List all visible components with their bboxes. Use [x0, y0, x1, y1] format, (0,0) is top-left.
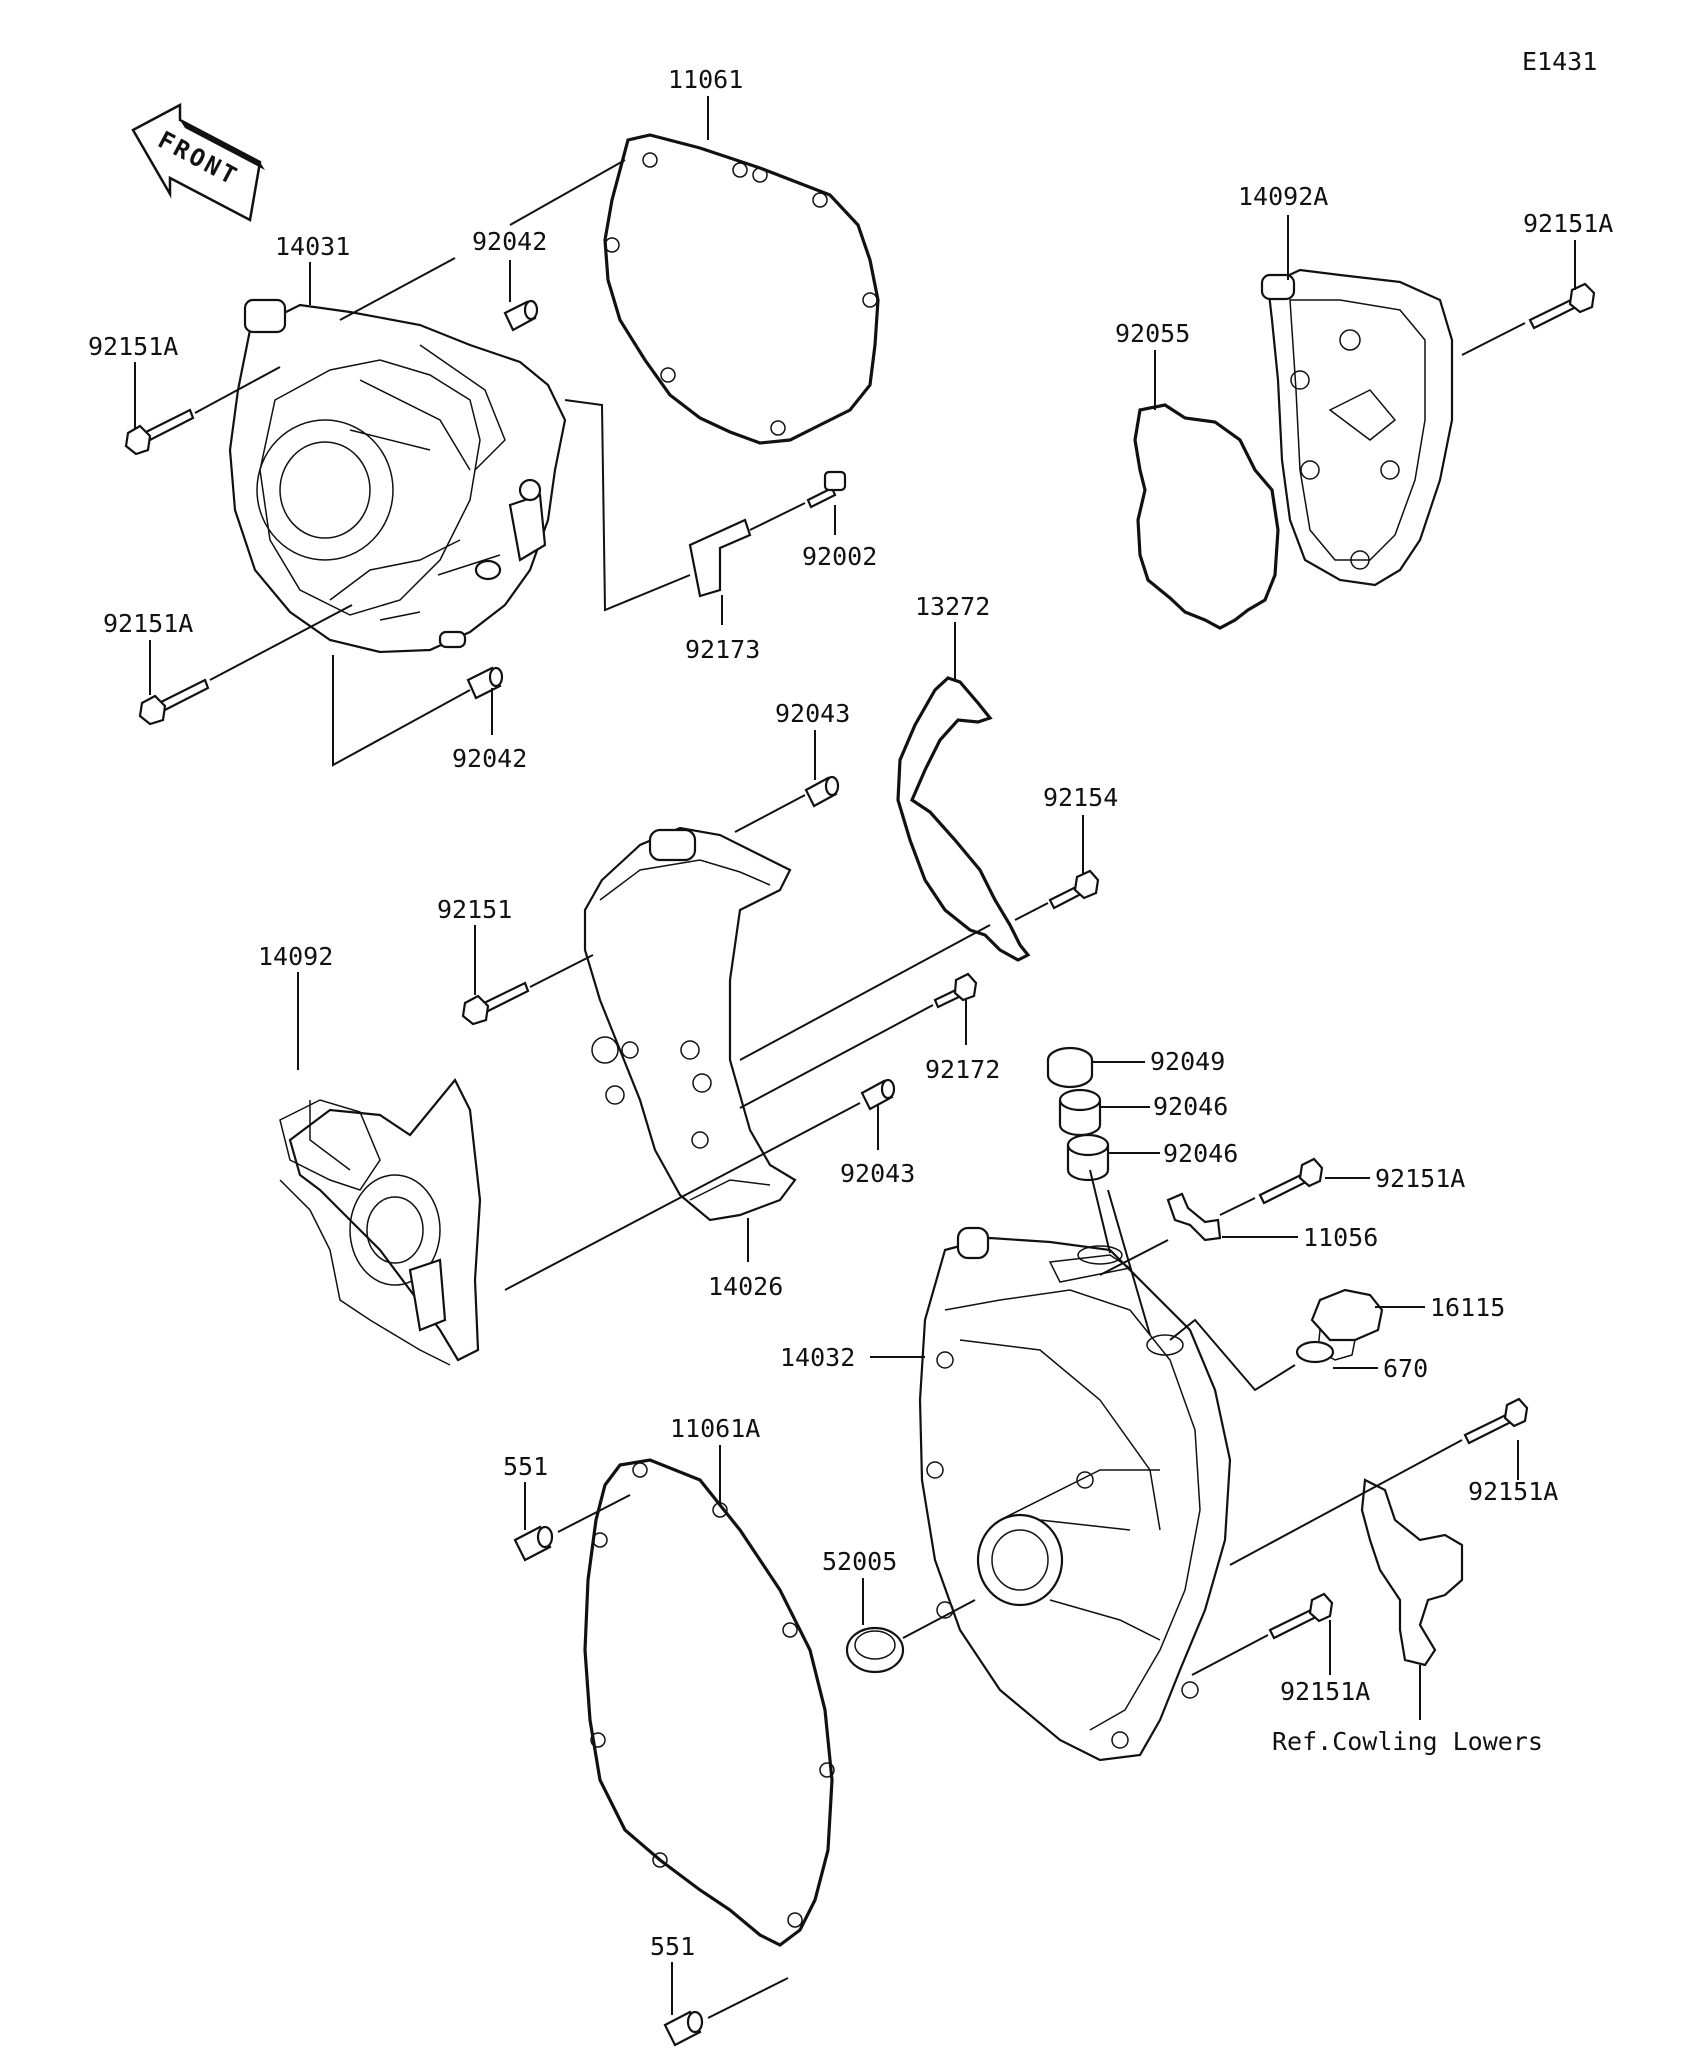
- callout-52005: 52005: [822, 1547, 897, 1576]
- callout-14092A: 14092A: [1238, 182, 1328, 211]
- callout-11056: 11056: [1303, 1223, 1378, 1252]
- reference-note: Ref.Cowling Lowers: [1272, 1727, 1543, 1756]
- callout-13272: 13272: [915, 592, 990, 621]
- bolt-92151: [461, 981, 530, 1026]
- callout-92046-b: 92046: [1163, 1139, 1238, 1168]
- callout-92151A-right-middle: 92151A: [1375, 1164, 1465, 1193]
- callout-551-bottom: 551: [650, 1932, 695, 1961]
- gasket-11061A: [583, 1458, 834, 1947]
- clutch-cover-14032: [918, 1226, 1232, 1762]
- callout-14031: 14031: [275, 232, 350, 261]
- bearing-92046-b: [1066, 1133, 1110, 1182]
- sprocket-cover-14026: [583, 826, 797, 1222]
- bolt-92151A-right-middle: [1258, 1157, 1324, 1205]
- clamp-92173: [688, 518, 752, 598]
- o-ring-670: [1295, 1340, 1335, 1364]
- callout-11061A: 11061A: [670, 1414, 760, 1443]
- callout-92042-bottom: 92042: [452, 744, 527, 773]
- callout-92151A-left-lower: 92151A: [103, 609, 193, 638]
- callout-92049: 92049: [1150, 1047, 1225, 1076]
- callout-92173: 92173: [685, 635, 760, 664]
- bolt-92151A-left-upper: [124, 408, 195, 456]
- cowling-bracket: [1360, 1478, 1464, 1667]
- bolt-92172: [933, 972, 978, 1009]
- gasket-92055: [1133, 403, 1280, 630]
- dowel-92043-top: [804, 775, 840, 808]
- pulsing-cover-14092A: [1260, 268, 1454, 587]
- callout-92042-top: 92042: [472, 227, 547, 256]
- callout-92151A-left-upper: 92151A: [88, 332, 178, 361]
- callout-92043-bottom: 92043: [840, 1159, 915, 1188]
- dowel-92042-bottom: [466, 666, 504, 700]
- callout-670: 670: [1383, 1354, 1428, 1383]
- callout-92151A-bottom: 92151A: [1280, 1677, 1370, 1706]
- bolt-92151A-left-lower: [138, 678, 210, 726]
- bolt-92151A-right-upper: [1528, 282, 1596, 330]
- callout-92043-top: 92043: [775, 699, 850, 728]
- callout-92046-a: 92046: [1153, 1092, 1228, 1121]
- cover-14092: [279, 1077, 482, 1366]
- diagram-id: E1431: [1522, 47, 1597, 76]
- callout-14026: 14026: [708, 1272, 783, 1301]
- dowel-92043-bottom: [860, 1078, 896, 1111]
- callout-92151A-right-lower: 92151A: [1468, 1477, 1558, 1506]
- dowel-551-top: [513, 1525, 554, 1562]
- filler-cap-16115: [1310, 1288, 1384, 1361]
- callout-14092: 14092: [258, 942, 333, 971]
- generator-cover-14031: [228, 298, 567, 654]
- bearing-92046-a: [1058, 1088, 1102, 1137]
- gasket-11061-holes: [604, 152, 878, 436]
- callout-92154: 92154: [1043, 783, 1118, 812]
- plug-52005: [845, 1626, 905, 1674]
- callout-551-top: 551: [503, 1452, 548, 1481]
- gasket-11061A-holes: [590, 1462, 835, 1928]
- gasket-13272: [896, 676, 1031, 962]
- callout-92055: 92055: [1115, 319, 1190, 348]
- callout-11061: 11061: [668, 65, 743, 94]
- gasket-11061: [603, 133, 880, 445]
- callout-92151: 92151: [437, 895, 512, 924]
- dowel-92042-top: [503, 299, 539, 332]
- bolt-92151A-right-lower: [1463, 1397, 1529, 1445]
- leader-lines: [134, 96, 1576, 2019]
- front-arrow-icon: FRONT: [131, 102, 265, 222]
- screw-92002: [806, 470, 847, 509]
- seal-92049: [1046, 1046, 1094, 1089]
- callout-92172: 92172: [925, 1055, 1000, 1084]
- bolt-92154: [1048, 869, 1100, 910]
- dowel-551-bottom: [663, 2010, 704, 2047]
- bolt-92151A-bottom: [1268, 1592, 1334, 1640]
- callout-92002: 92002: [802, 542, 877, 571]
- callout-16115: 16115: [1430, 1293, 1505, 1322]
- callout-92151A-right-upper: 92151A: [1523, 209, 1613, 238]
- callout-14032: 14032: [780, 1343, 855, 1372]
- bracket-11056: [1166, 1192, 1222, 1242]
